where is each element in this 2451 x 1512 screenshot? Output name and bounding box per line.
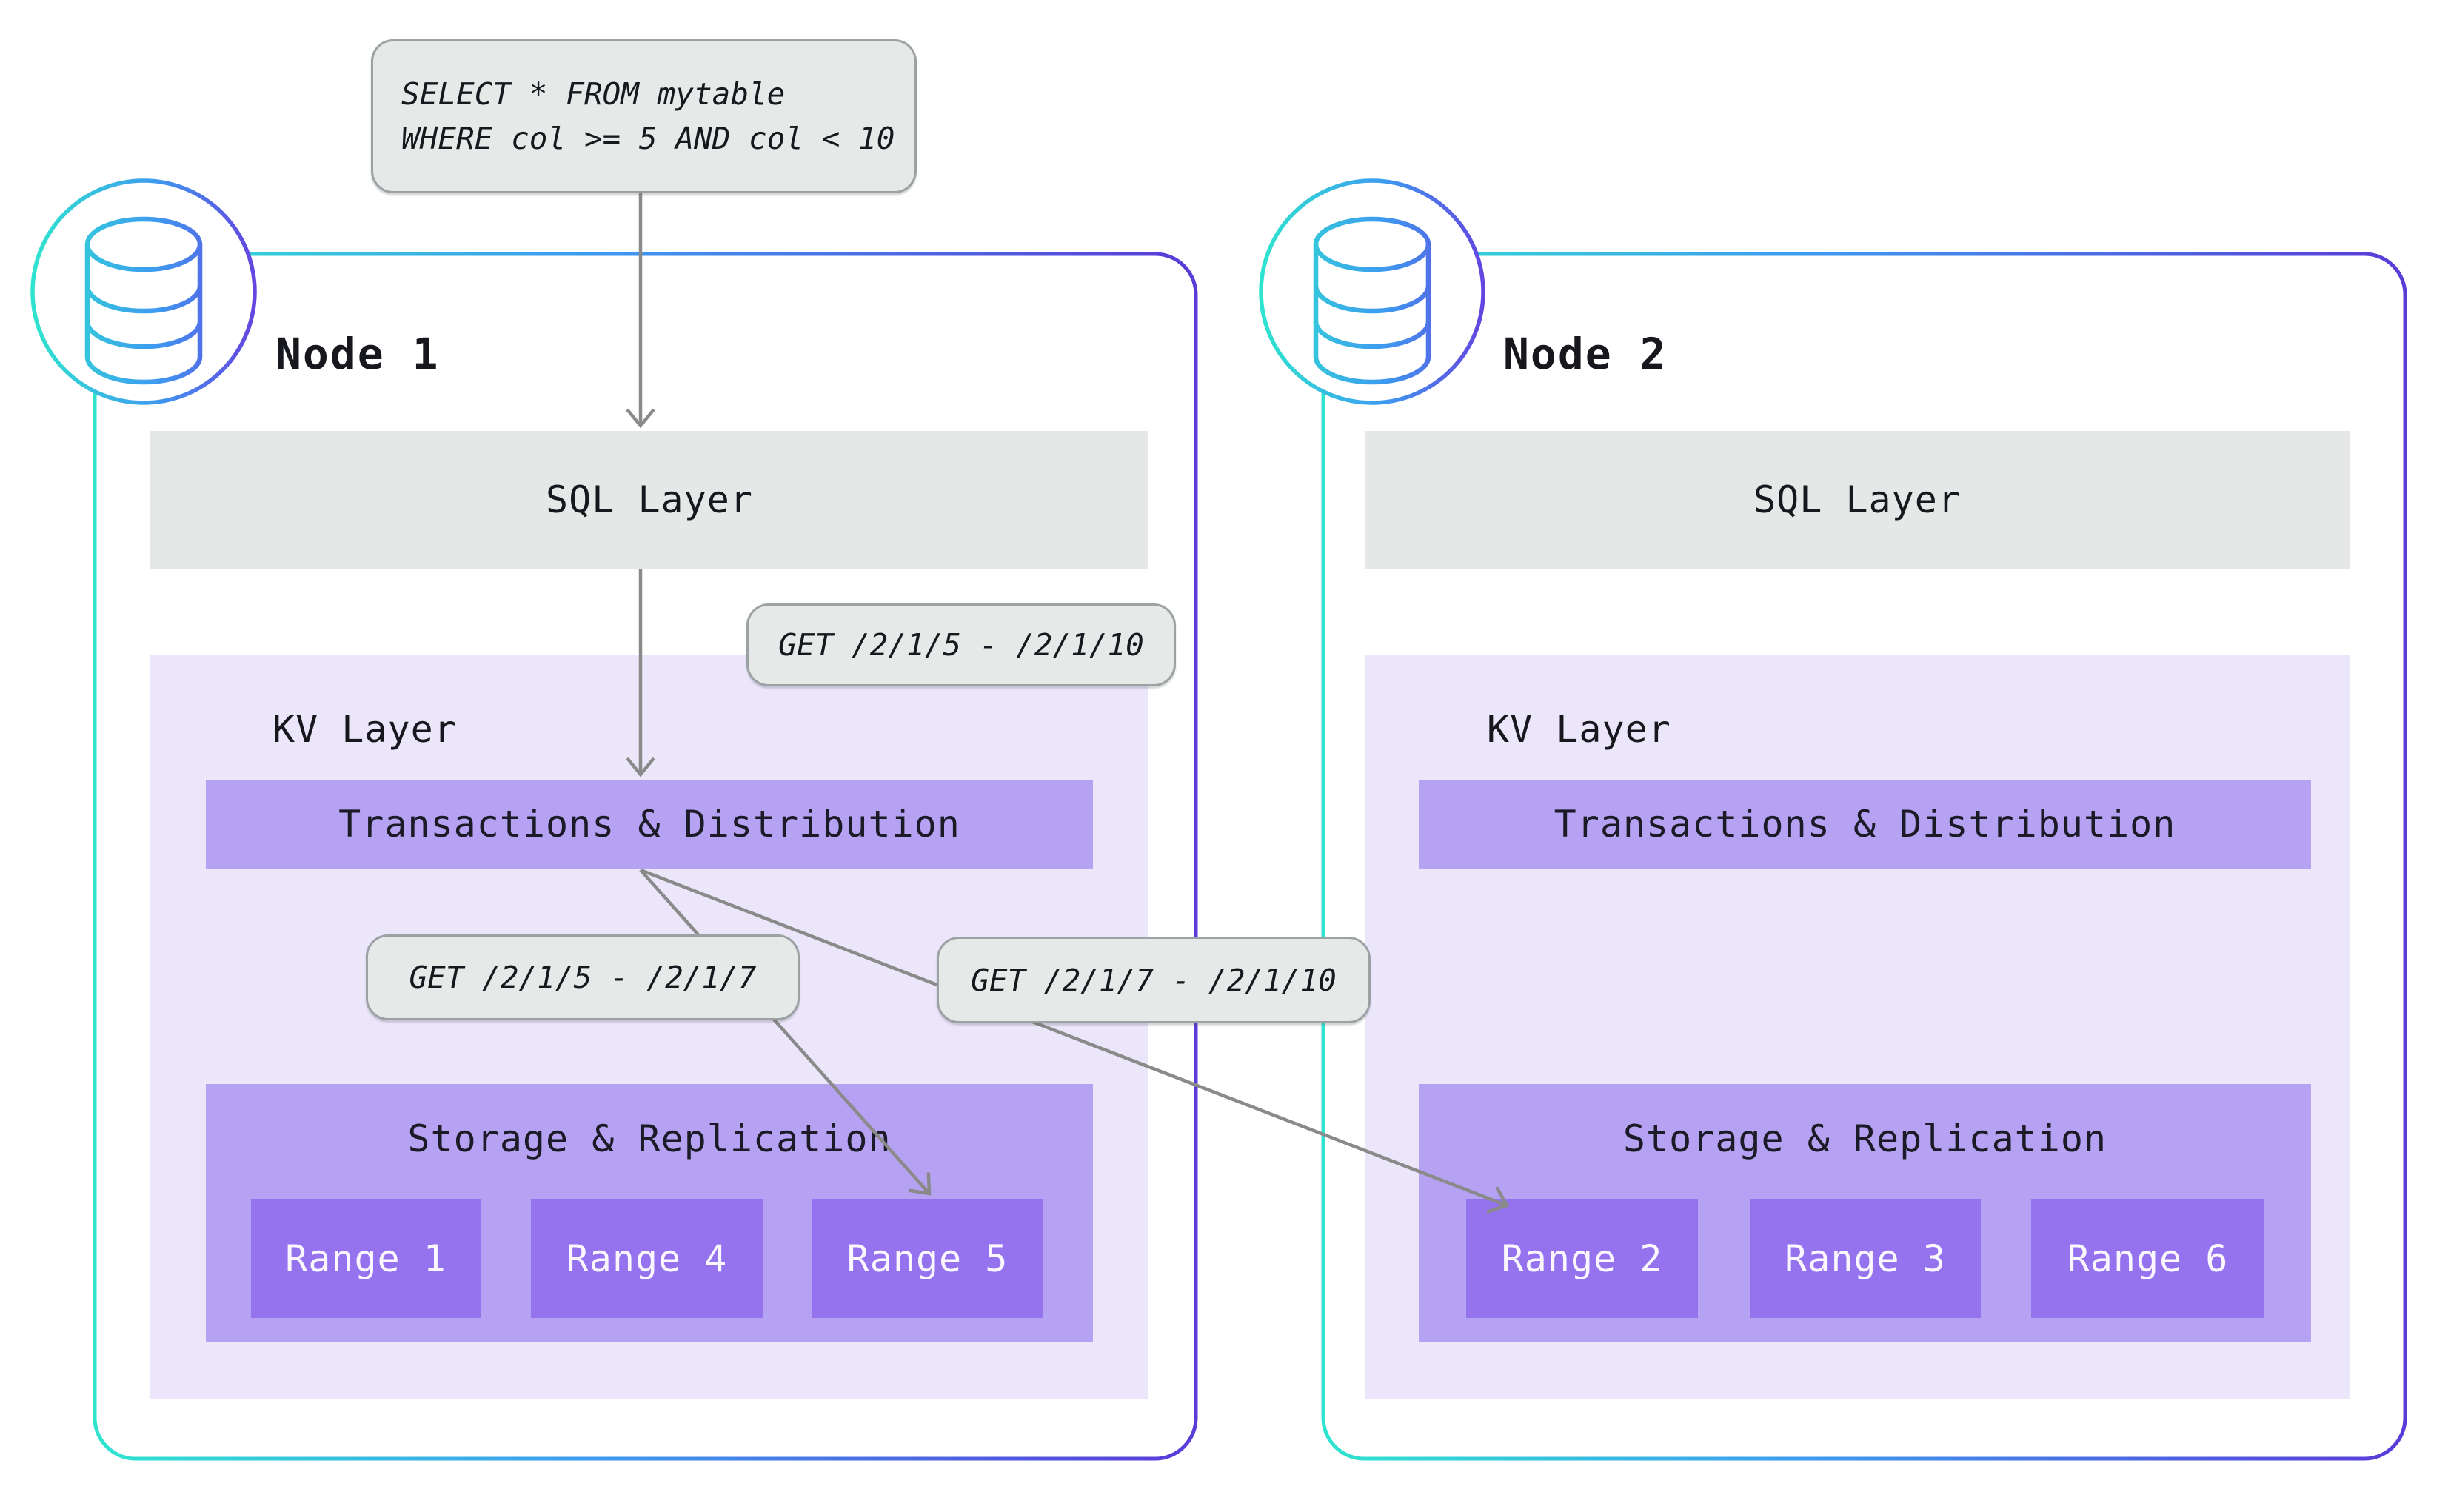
database-icon [1259, 178, 1485, 405]
range-box: Range 6 [2031, 1199, 2264, 1318]
node2-storage-label: Storage & Replication [1622, 1117, 2107, 1160]
node2-border [1321, 252, 2407, 1461]
sql-query-callout: SELECT * FROM mytable WHERE col >= 5 AND… [371, 39, 917, 193]
get-right-split-callout: GET /2/1/7 - /2/1/10 [937, 937, 1371, 1023]
node1-title: Node 1 [275, 329, 440, 379]
node1-transactions-bar: Transactions & Distribution [206, 780, 1093, 869]
range-box: Range 1 [251, 1199, 481, 1318]
node2-kv-layer-label: KV Layer [1487, 708, 1671, 751]
sql-query-line1: SELECT * FROM mytable [401, 76, 786, 112]
range-box: Range 3 [1750, 1199, 1981, 1318]
node2-sql-layer: SQL Layer [1365, 431, 2350, 569]
arrow-transactions-to-range2 [640, 868, 1510, 1214]
node2-title: Node 2 [1503, 329, 1668, 379]
range-box: Range 4 [531, 1199, 763, 1318]
get-full-range-callout: GET /2/1/5 - /2/1/10 [746, 603, 1176, 686]
database-icon [30, 178, 257, 405]
range-box: Range 5 [812, 1199, 1043, 1318]
arrow-transactions-to-range5 [639, 869, 932, 1196]
sql-query-line2: WHERE col >= 5 AND col < 10 [401, 121, 895, 156]
node2-transactions-bar: Transactions & Distribution [1419, 780, 2311, 869]
node1-border [93, 252, 1198, 1461]
range-box: Range 2 [1466, 1199, 1698, 1318]
node1-storage-label: Storage & Replication [407, 1117, 892, 1160]
node1-kv-layer-label: KV Layer [272, 708, 457, 751]
node1-sql-layer: SQL Layer [150, 431, 1148, 569]
get-left-split-callout: GET /2/1/5 - /2/1/7 [366, 934, 800, 1020]
